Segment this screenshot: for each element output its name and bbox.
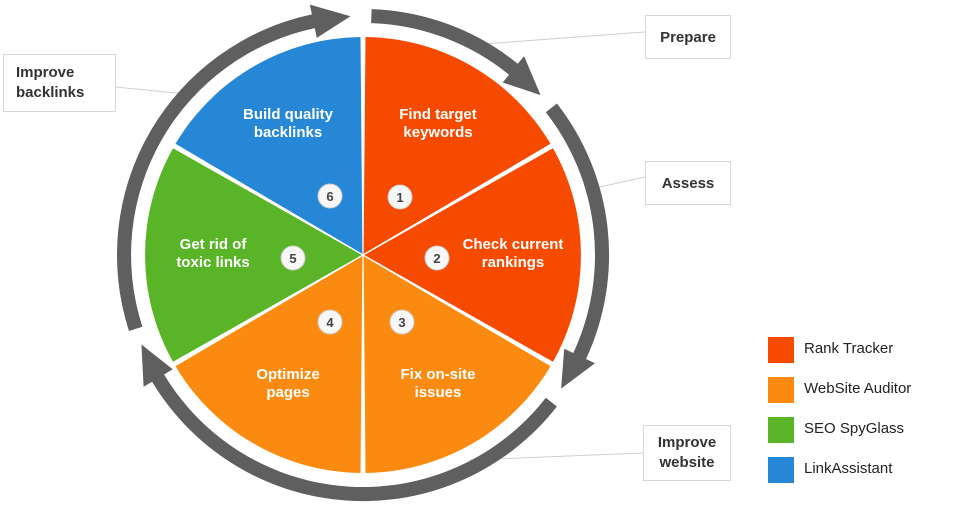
cycle-arrow-ring bbox=[116, 4, 610, 502]
legend-label-seo-spyglass: SEO SpyGlass bbox=[804, 420, 905, 437]
legend-swatch-rank-tracker bbox=[768, 337, 794, 363]
step-1-badge: 1 bbox=[387, 184, 413, 210]
legend-swatch-linkassistant bbox=[768, 457, 794, 483]
assess-callout: Assess bbox=[645, 161, 731, 205]
improve-website-callout: Improve website bbox=[643, 425, 731, 481]
prepare-callout: Prepare bbox=[645, 15, 731, 59]
pie-segments bbox=[145, 37, 581, 473]
legend-label-linkassistant: LinkAssistant bbox=[804, 460, 893, 477]
wedge-step-6 bbox=[175, 37, 363, 254]
legend-swatch-website-auditor bbox=[768, 377, 794, 403]
wedge-step-4 bbox=[175, 256, 363, 473]
prepare-label: Prepare bbox=[660, 29, 716, 46]
step-2-number: 2 bbox=[433, 251, 440, 266]
assess-label: Assess bbox=[661, 175, 715, 192]
prepare-leader-line bbox=[469, 31, 646, 46]
legend-swatch-seo-spyglass bbox=[768, 417, 794, 443]
prepare-arrow bbox=[371, 9, 541, 96]
step-4-badge: 4 bbox=[317, 309, 343, 335]
wedge-step-5 bbox=[145, 148, 362, 362]
step-6-badge: 6 bbox=[317, 183, 343, 209]
step-5-badge: 5 bbox=[280, 245, 306, 271]
step-4-number: 4 bbox=[326, 315, 334, 330]
improve-website-label-line1: Improve bbox=[657, 434, 717, 451]
step-5-number: 5 bbox=[289, 251, 296, 266]
legend-label-website-auditor: WebSite Auditor bbox=[804, 380, 912, 397]
step-2-badge: 2 bbox=[424, 245, 450, 271]
improve-backlinks-callout: Improve backlinks bbox=[3, 54, 116, 112]
improve-website-label-line2: website bbox=[659, 454, 715, 471]
wedge-step-3 bbox=[363, 256, 551, 473]
step-3-badge: 3 bbox=[389, 309, 415, 335]
improve-backlinks-label-line2: backlinks bbox=[16, 84, 85, 101]
assess-leader-line bbox=[594, 176, 646, 189]
legend-label-rank-tracker: Rank Tracker bbox=[804, 340, 894, 357]
improve-backlinks-label-line1: Improve bbox=[16, 64, 75, 81]
wedge-step-2 bbox=[364, 148, 581, 362]
improve-website-arrow bbox=[141, 344, 557, 502]
step-1-number: 1 bbox=[396, 190, 403, 205]
assess-arrow bbox=[545, 103, 610, 389]
step-number-badges: 1 2 3 4 5 6 bbox=[280, 183, 450, 335]
step-3-number: 3 bbox=[398, 315, 405, 330]
step-6-number: 6 bbox=[326, 189, 333, 204]
